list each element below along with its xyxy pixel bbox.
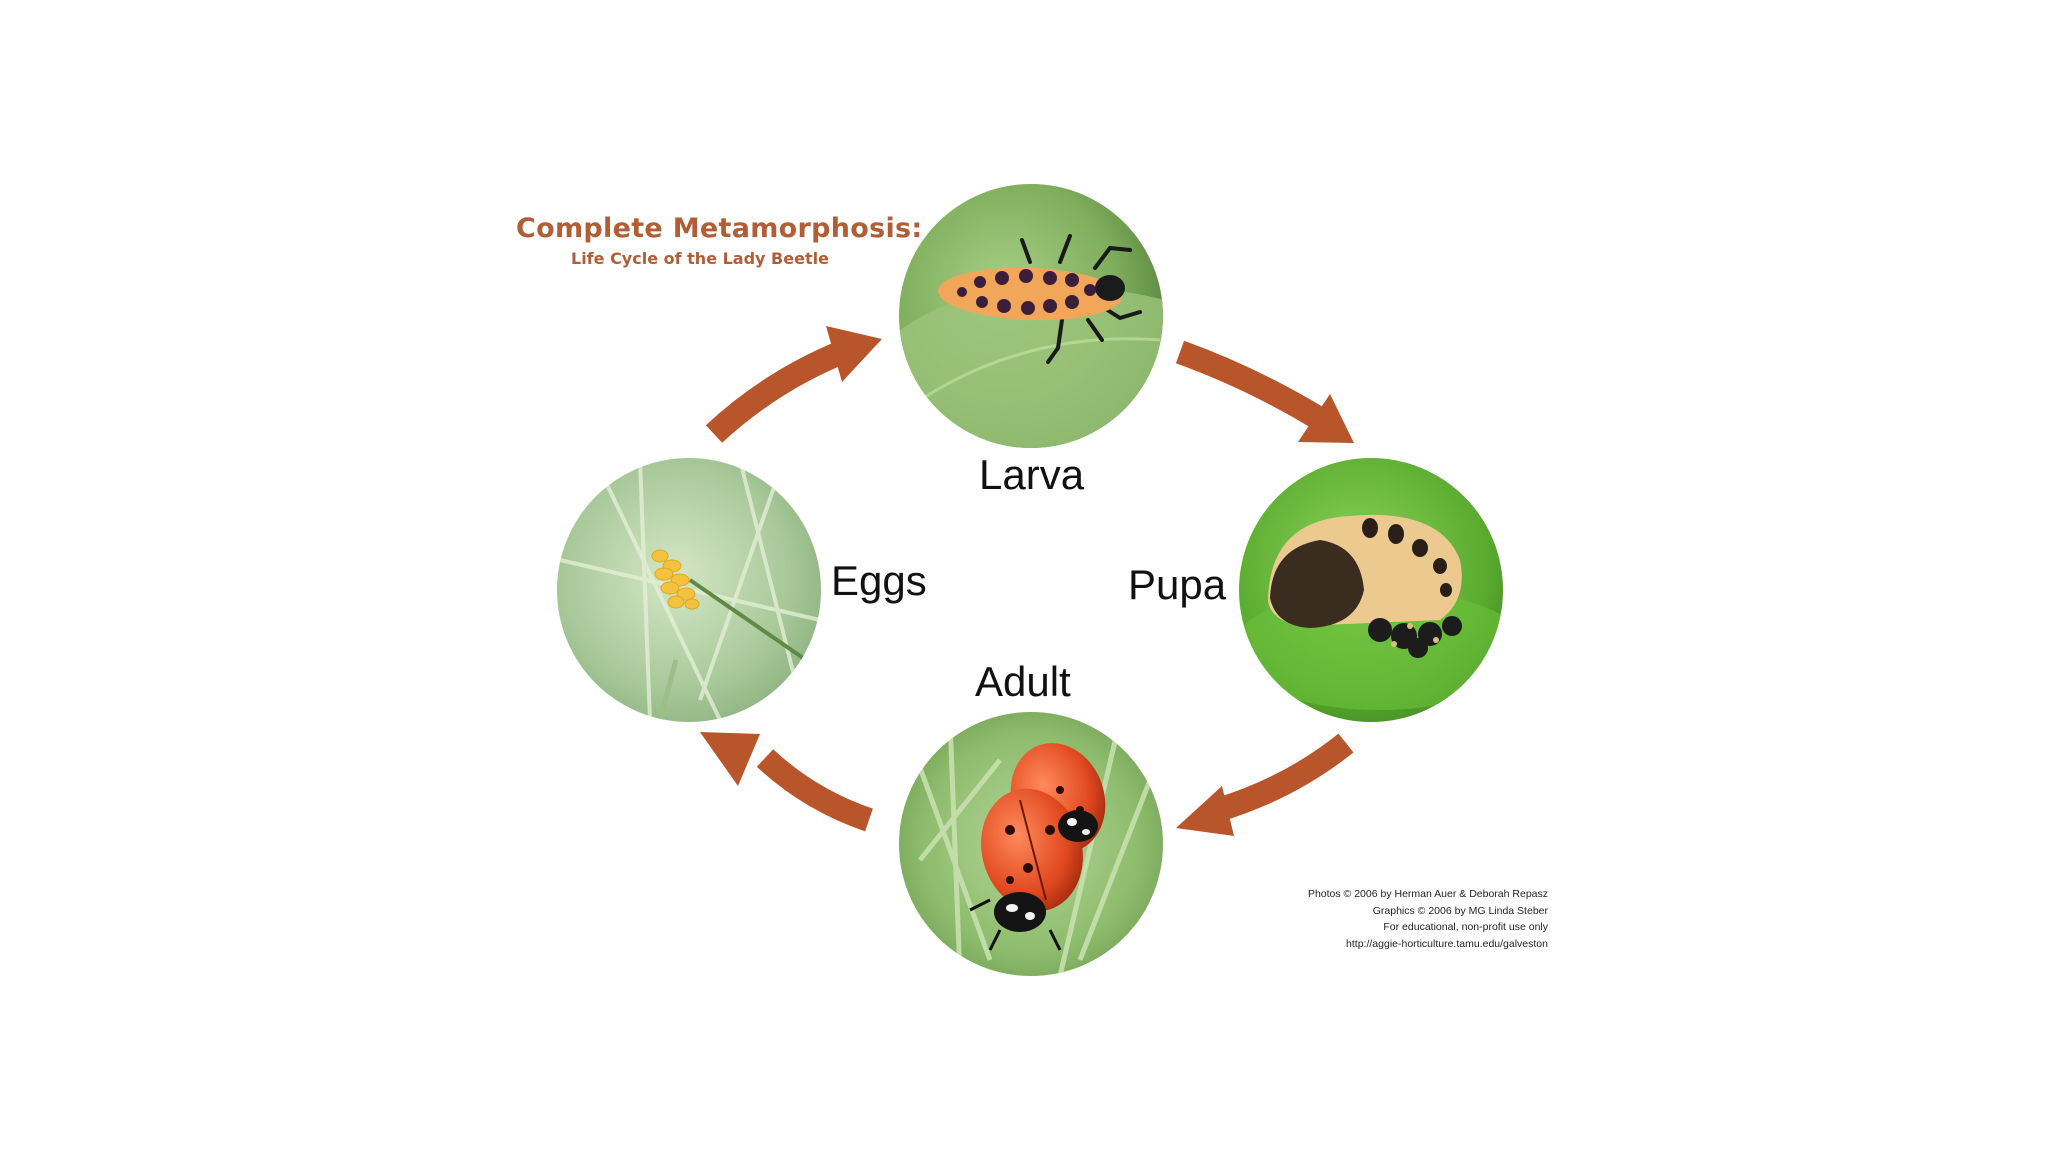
credit-graphics: Graphics © 2006 by MG Linda Steber — [1372, 904, 1548, 917]
larva-photo — [899, 184, 1163, 448]
diagram-title: Complete Metamorphosis: — [516, 213, 923, 244]
stage-label-pupa: Pupa — [1128, 561, 1227, 608]
stage-label-eggs: Eggs — [831, 557, 927, 604]
pupa-photo — [1239, 458, 1503, 722]
stage-label-larva: Larva — [979, 451, 1085, 498]
credit-url: http://aggie-horticulture.tamu.edu/galve… — [1346, 937, 1548, 950]
stage-label-adult: Adult — [975, 658, 1071, 705]
credit-photos: Photos © 2006 by Herman Auer & Deborah R… — [1307, 888, 1548, 900]
credit-usage: For educational, non-profit use only — [1383, 921, 1548, 933]
arrow-adult-to-eggs — [700, 732, 873, 832]
arrow-pupa-to-adult — [1176, 733, 1354, 836]
adult-photo — [899, 712, 1163, 976]
arrow-eggs-to-larva — [705, 326, 882, 443]
diagram-subtitle: Life Cycle of the Lady Beetle — [571, 249, 829, 268]
credits-block: Photos © 2006 by Herman Auer & Deborah R… — [1232, 886, 1548, 952]
eggs-photo — [557, 458, 821, 722]
arrow-larva-to-pupa — [1175, 340, 1354, 443]
